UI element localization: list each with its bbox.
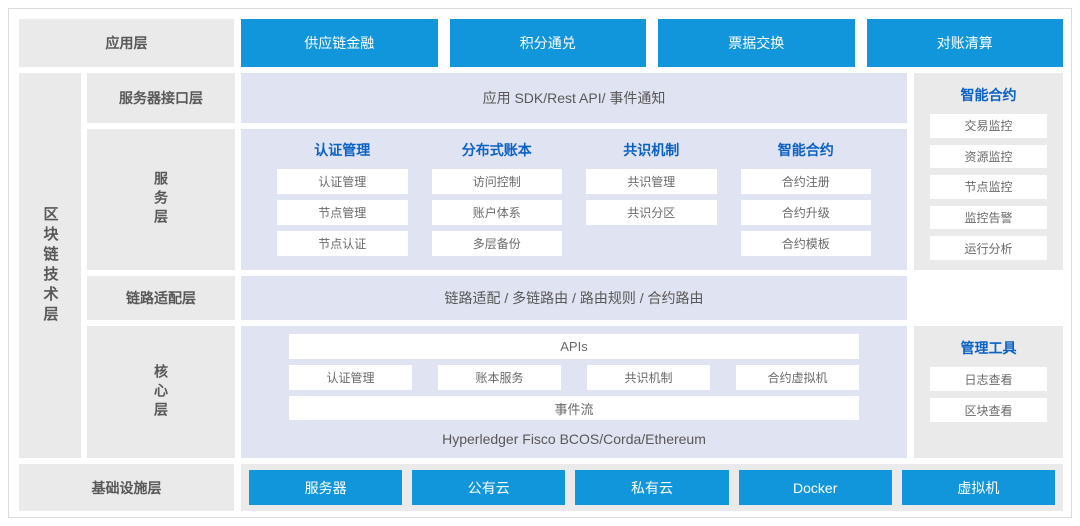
right-panel-management-tools: 管理工具 日志查看 区块查看 [914, 326, 1063, 458]
infra-item-public-cloud[interactable]: 公有云 [412, 470, 566, 505]
service-item[interactable]: 合约升级 [740, 200, 871, 225]
service-column-header: 分布式账本 [461, 142, 532, 158]
server-interface-layer-label: 服务器接口层 [87, 73, 235, 123]
core-event-stream-box[interactable]: 事件流 [289, 395, 859, 421]
blockchain-tech-layer-spine: 区块链技术层 [19, 73, 81, 458]
infra-item-server[interactable]: 服务器 [249, 470, 403, 505]
core-module[interactable]: 认证管理 [289, 364, 412, 390]
right-panel-smart-contract: 智能合约 交易监控 资源监控 节点监控 监控告警 运行分析 [914, 73, 1063, 270]
service-layer-label: 服务层 [87, 129, 235, 270]
service-layer-label-text: 服务层 [153, 171, 169, 228]
app-item-supply-chain-finance[interactable]: 供应链金融 [241, 19, 438, 67]
chain-adaptation-layer-label: 链路适配层 [87, 276, 235, 320]
spine-label: 区块链技术层 [41, 205, 59, 326]
core-module[interactable]: 账本服务 [438, 364, 561, 390]
core-modules-row: 认证管理 账本服务 共识机制 合约虚拟机 [289, 364, 859, 390]
service-item[interactable]: 节点认证 [277, 231, 408, 256]
service-item[interactable]: 合约注册 [740, 169, 871, 194]
service-column-authentication: 认证管理 认证管理 节点管理 节点认证 [277, 137, 408, 260]
core-module[interactable]: 共识机制 [587, 364, 710, 390]
service-column-consensus: 共识机制 共识管理 共识分区 [586, 137, 717, 260]
right-panel-item[interactable]: 资源监控 [930, 144, 1047, 169]
service-item[interactable]: 节点管理 [277, 200, 408, 225]
core-platforms-text: Hyperledger Fisco BCOS/Corda/Ethereum [442, 431, 706, 448]
right-panel-title: 智能合约 [960, 87, 1017, 103]
server-interface-layer-content: 应用 SDK/Rest API/ 事件通知 [241, 73, 907, 123]
core-layer-label: 核心层 [87, 326, 235, 458]
service-item[interactable]: 多层备份 [431, 231, 562, 256]
app-item-reconciliation-settlement[interactable]: 对账清算 [866, 19, 1063, 67]
application-layer-label: 应用层 [19, 19, 234, 67]
core-module[interactable]: 合约虚拟机 [736, 364, 859, 390]
service-layer-panel: 认证管理 认证管理 节点管理 节点认证 分布式账本 访问控制 账户体系 多层备份… [241, 129, 907, 270]
infrastructure-layer-items: 服务器 公有云 私有云 Docker 虚拟机 [241, 464, 1063, 511]
service-item[interactable]: 访问控制 [431, 169, 562, 194]
service-column-distributed-ledger: 分布式账本 访问控制 账户体系 多层备份 [431, 137, 562, 260]
right-panel-item[interactable]: 日志查看 [930, 367, 1047, 391]
app-item-bill-exchange[interactable]: 票据交换 [658, 19, 855, 67]
right-panel-title: 管理工具 [960, 340, 1017, 356]
core-layer-panel: APIs 认证管理 账本服务 共识机制 合约虚拟机 事件流 Hyperledge… [241, 326, 907, 458]
service-column-header: 共识机制 [623, 142, 680, 158]
service-item[interactable]: 共识分区 [586, 200, 717, 225]
infra-item-docker[interactable]: Docker [738, 470, 892, 505]
service-item[interactable]: 账户体系 [431, 200, 562, 225]
service-column-header: 认证管理 [314, 142, 371, 158]
service-item[interactable]: 共识管理 [586, 169, 717, 194]
core-apis-box[interactable]: APIs [289, 334, 859, 359]
core-layer-label-text: 核心层 [153, 363, 169, 421]
chain-adaptation-layer-content: 链路适配 / 多链路由 / 路由规则 / 合约路由 [241, 276, 907, 320]
app-item-points-exchange[interactable]: 积分通兑 [449, 19, 646, 67]
service-item[interactable]: 认证管理 [277, 169, 408, 194]
infra-item-virtual-machine[interactable]: 虚拟机 [901, 470, 1056, 505]
infra-item-private-cloud[interactable]: 私有云 [575, 470, 729, 505]
right-panel-item[interactable]: 交易监控 [930, 114, 1047, 138]
infrastructure-layer-label: 基础设施层 [19, 464, 234, 511]
application-layer-items: 供应链金融 积分通兑 票据交换 对账清算 [241, 19, 1063, 67]
service-column-smart-contract: 智能合约 合约注册 合约升级 合约模板 [740, 137, 871, 260]
architecture-diagram: 应用层 供应链金融 积分通兑 票据交换 对账清算 区块链技术层 服务器接口层 服… [8, 8, 1072, 518]
right-panel-item[interactable]: 区块查看 [930, 398, 1047, 422]
right-panel-item[interactable]: 监控告警 [930, 205, 1047, 230]
right-panel-item[interactable]: 节点监控 [930, 175, 1047, 199]
service-item[interactable]: 合约模板 [740, 231, 871, 256]
right-panel-item[interactable]: 运行分析 [930, 236, 1047, 260]
service-column-header: 智能合约 [777, 142, 834, 158]
